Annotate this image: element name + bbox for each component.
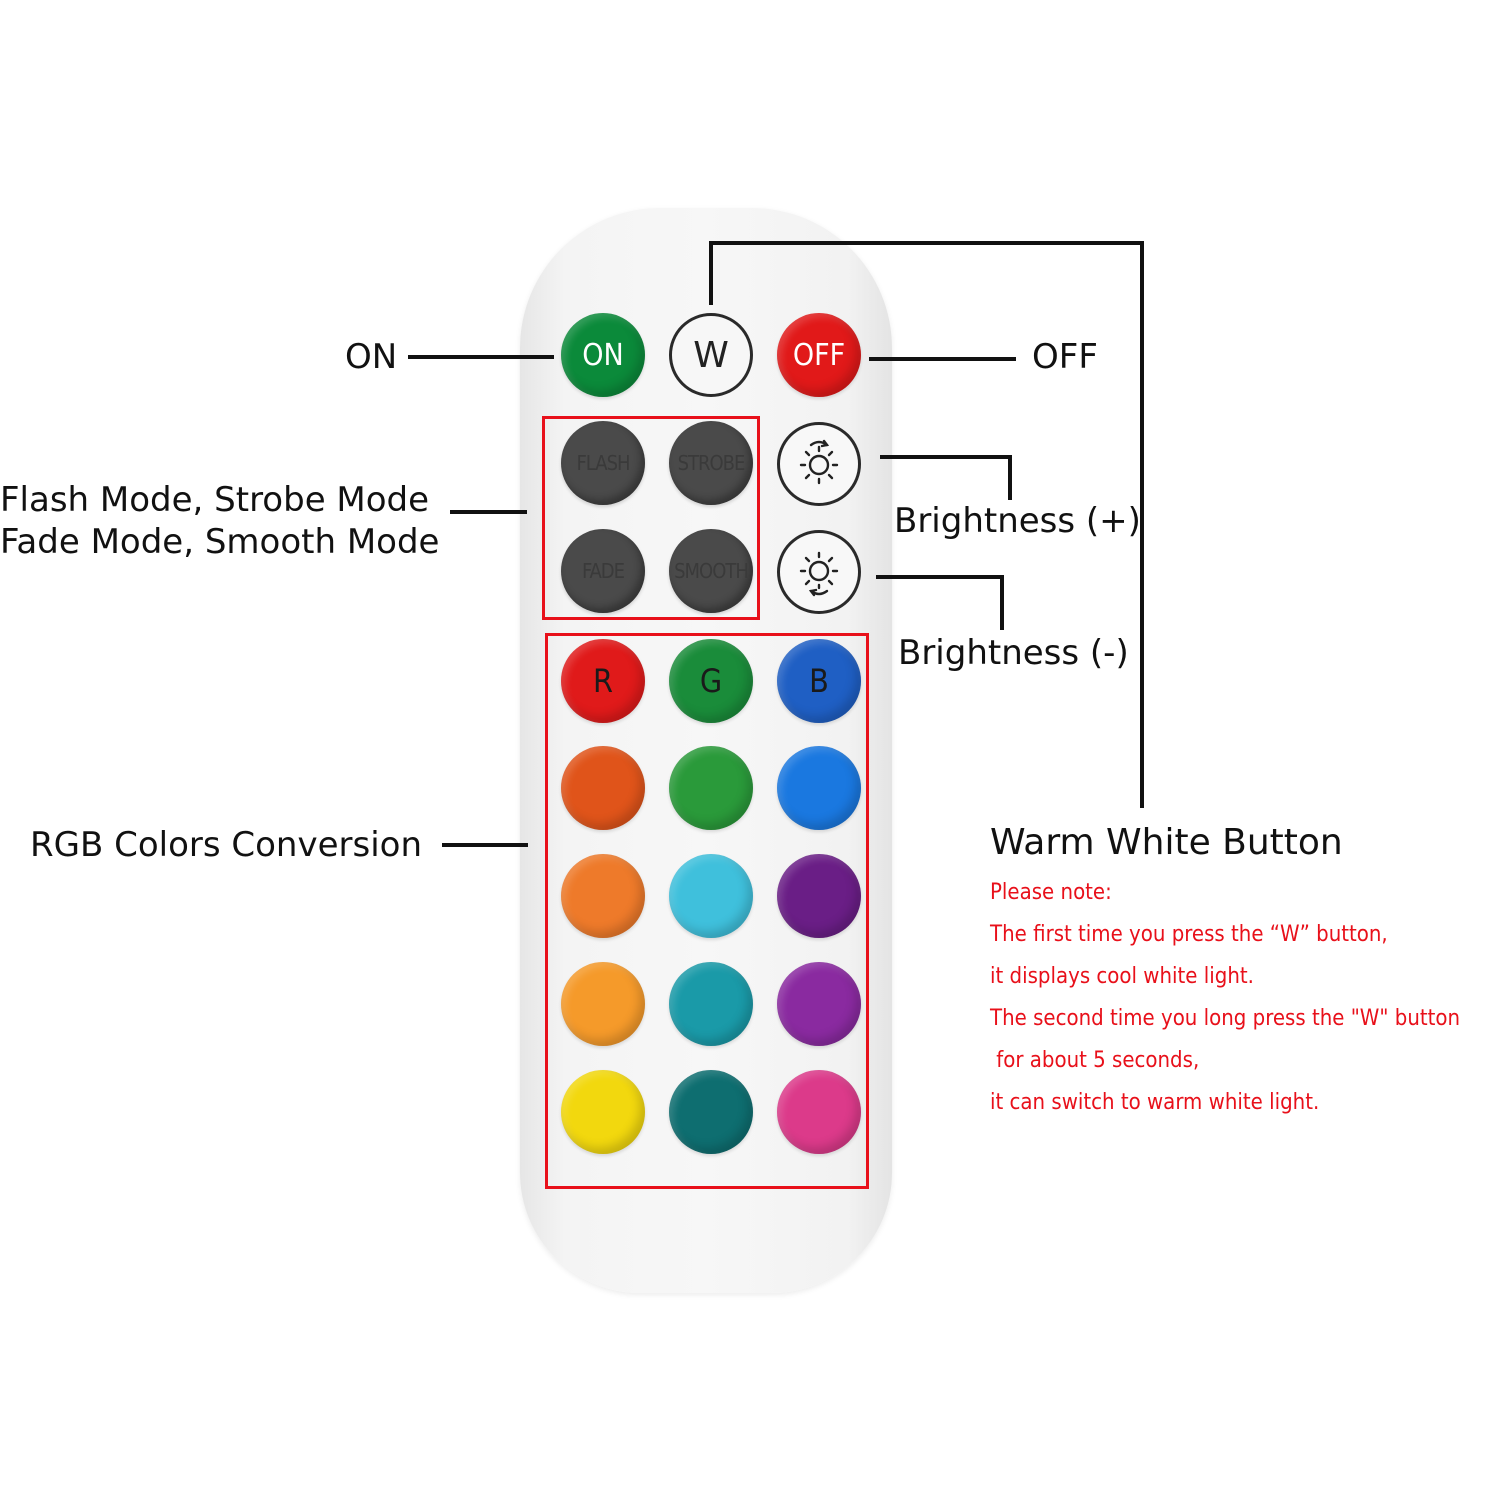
note-line: The second time you long press the "W" b… <box>990 1006 1461 1031</box>
fade-button-label: FADE <box>581 559 625 583</box>
smooth-button[interactable]: SMOOTH <box>669 529 753 613</box>
brightness-down-callout-line <box>876 575 1004 630</box>
color-button-r5-c3[interactable] <box>777 1070 861 1154</box>
note-line: it displays cool white light. <box>990 964 1254 989</box>
brightness-down-callout-label: Brightness (-) <box>898 633 1129 673</box>
sun-down-icon <box>799 551 839 597</box>
color-button-r3-c3[interactable] <box>777 854 861 938</box>
usage-note: Please note: The first time you press th… <box>990 872 1460 1124</box>
note-line: Please note: <box>990 880 1112 905</box>
note-line: it can switch to warm white light. <box>990 1090 1320 1115</box>
off-callout-label: OFF <box>1032 337 1098 377</box>
note-line: for about 5 seconds, <box>990 1048 1200 1073</box>
color-button-r4-c3[interactable] <box>777 962 861 1046</box>
on-button-label: ON <box>582 337 624 373</box>
color-button-r2-c3[interactable] <box>777 746 861 830</box>
color-button-r1-c2[interactable]: G <box>669 639 753 723</box>
sun-up-icon <box>799 439 839 485</box>
color-button-r5-c2[interactable] <box>669 1070 753 1154</box>
brightness-up-button[interactable] <box>777 422 861 506</box>
warm-white-button-label: W <box>693 334 729 376</box>
rgb-highlight-box <box>545 633 869 1189</box>
color-button-r1-c1[interactable]: R <box>561 639 645 723</box>
note-line: The first time you press the “W” button, <box>990 922 1388 947</box>
mode-highlight-box <box>542 416 760 620</box>
flash-button-label: FLASH <box>576 451 630 475</box>
warm-white-callout-line <box>709 241 1144 808</box>
warm-white-button[interactable]: W <box>669 313 753 397</box>
color-button-r5-c1[interactable] <box>561 1070 645 1154</box>
color-button-r2-c1[interactable] <box>561 746 645 830</box>
color-button-r1-c3[interactable]: B <box>777 639 861 723</box>
off-button-label: OFF <box>792 337 846 373</box>
flash-button[interactable]: FLASH <box>561 421 645 505</box>
off-button[interactable]: OFF <box>777 313 861 397</box>
color-button-r2-c2[interactable] <box>669 746 753 830</box>
color-button-r3-c2[interactable] <box>669 854 753 938</box>
color-button-r4-c2[interactable] <box>669 962 753 1046</box>
strobe-button[interactable]: STROBE <box>669 421 753 505</box>
rgb-callout-label: RGB Colors Conversion <box>30 825 423 865</box>
on-callout-label: ON <box>345 337 398 377</box>
color-button-r3-c1[interactable] <box>561 854 645 938</box>
color-button-label: B <box>809 662 829 700</box>
color-button-label: G <box>699 662 723 700</box>
strobe-button-label: STROBE <box>677 451 746 475</box>
on-button[interactable]: ON <box>561 313 645 397</box>
fade-button[interactable]: FADE <box>561 529 645 613</box>
smooth-button-label: SMOOTH <box>674 559 749 583</box>
modes-callout-label-line2: Fade Mode, Smooth Mode <box>0 522 440 562</box>
brightness-down-button[interactable] <box>777 530 861 614</box>
brightness-up-callout-label: Brightness (+) <box>894 501 1141 541</box>
color-button-label: R <box>593 662 613 700</box>
color-button-r4-c1[interactable] <box>561 962 645 1046</box>
modes-callout-label-line1: Flash Mode, Strobe Mode <box>0 480 430 520</box>
warm-white-callout-label: Warm White Button <box>990 822 1343 863</box>
brightness-up-callout-line <box>880 455 1012 500</box>
